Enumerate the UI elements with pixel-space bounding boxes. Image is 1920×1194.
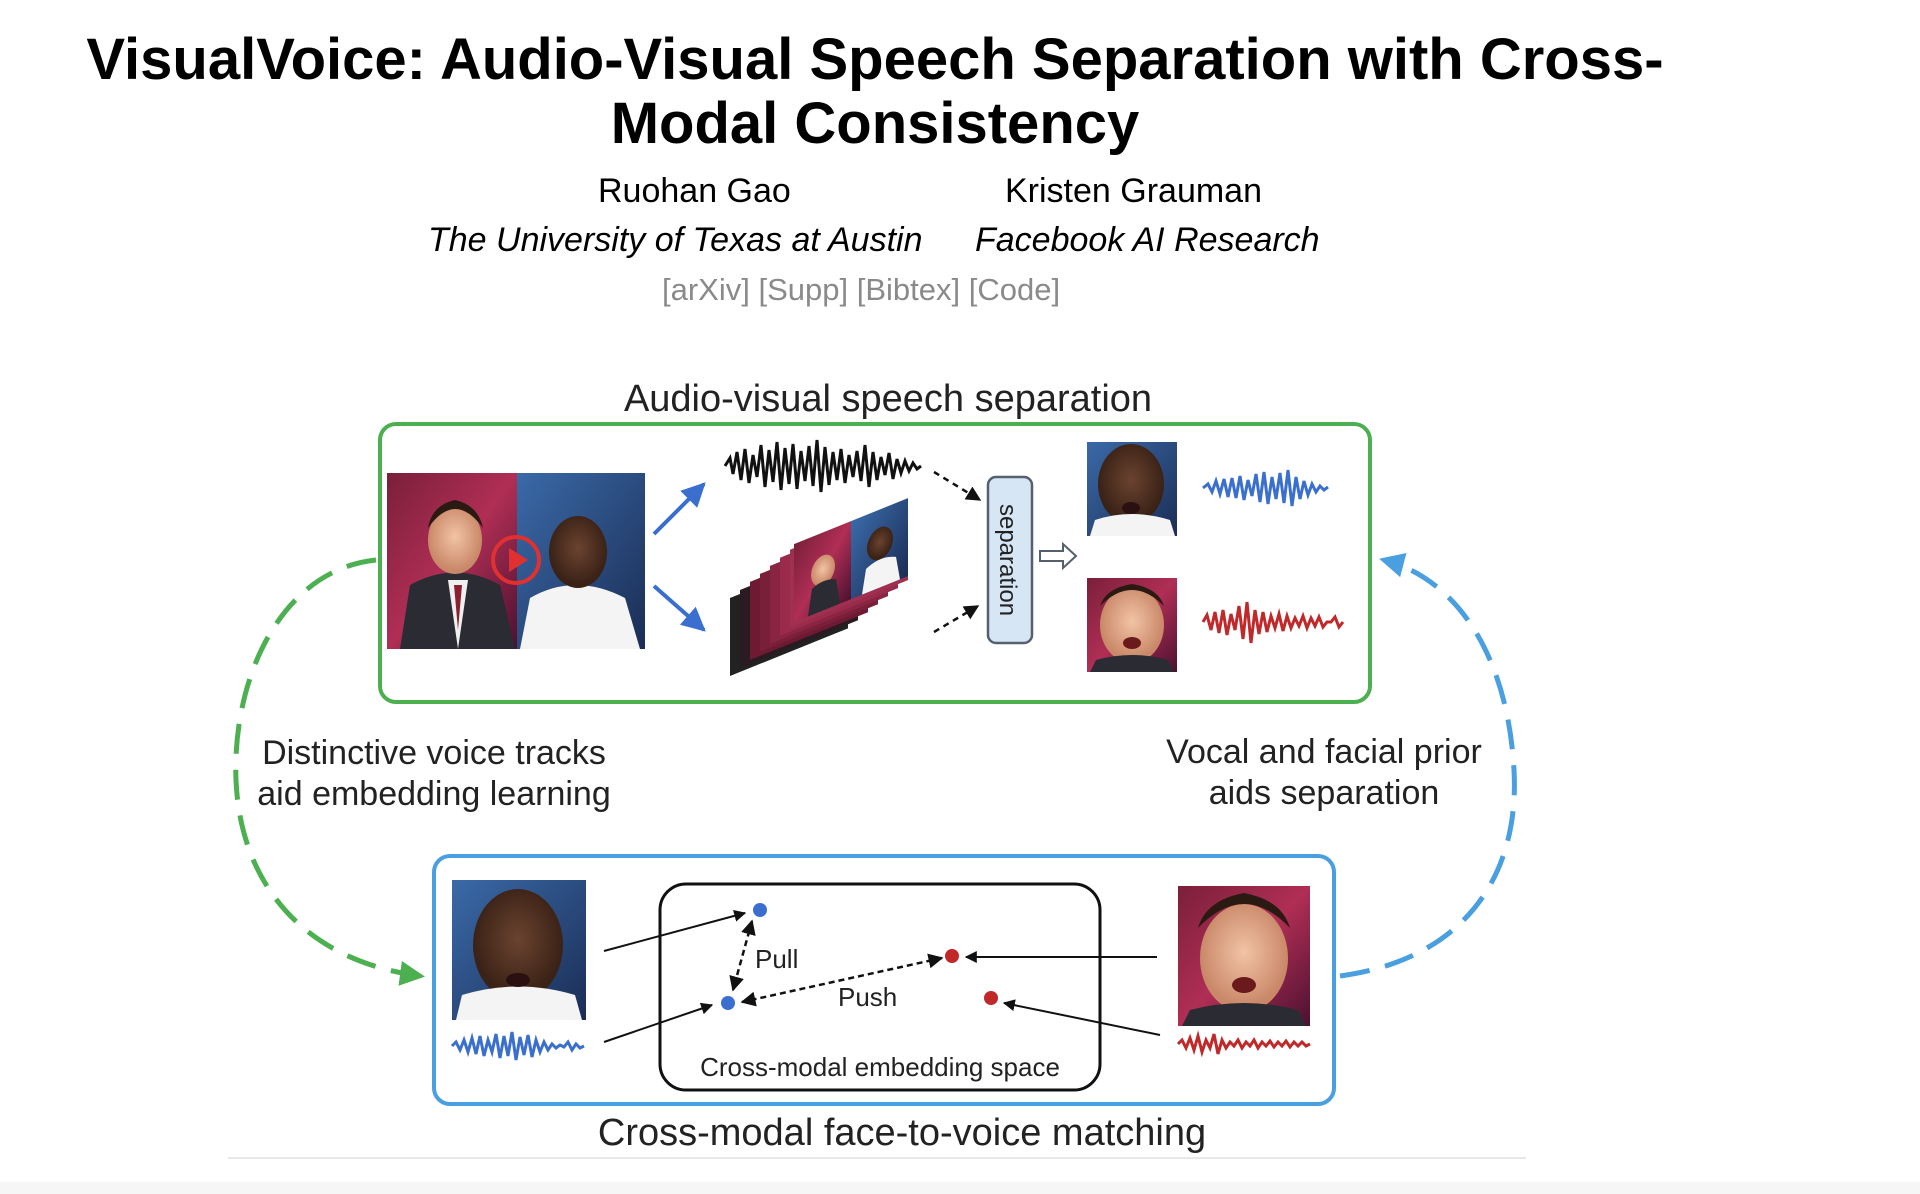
separated-waveform-red [1201,601,1345,644]
embedding-point-red-voice [984,991,998,1005]
face-voice-matching-box [432,854,1336,1106]
voice-left-to-point-arrow [603,1002,714,1043]
right-cycle-text-line-1: Vocal and facial prior [1166,733,1482,771]
author-affiliation: Facebook AI Research [975,221,1320,259]
author-name: Ruohan Gao [598,172,791,210]
embedding-point-blue-face [753,903,767,917]
left-cycle-text-line-2: aid embedding learning [257,775,610,813]
to-audio-arrow [652,482,706,536]
title-line-1: VisualVoice: Audio-Visual Speech Separat… [86,27,1664,92]
video-frames-stack [730,498,908,676]
voice-right-to-point-arrow [1002,999,1161,1036]
pull-label: Pull [755,944,798,974]
matching-face-left [452,880,586,1020]
audio-to-separation-arrow [933,470,982,502]
face-left-to-point-arrow [603,910,747,952]
supp-link[interactable]: [Supp] [758,272,849,307]
separated-speaker-face-1 [1087,442,1177,536]
separated-speaker-face-2 [1087,578,1177,672]
to-frames-arrow [652,584,706,632]
separation-label: separation [994,504,1021,616]
matching-waveform-left [450,1031,585,1061]
left-cycle-text-line-1: Distinctive voice tracks [262,734,606,772]
page-bottom-strip [0,1182,1920,1194]
bibtex-link[interactable]: [Bibtex] [856,272,961,307]
embedding-point-red-face [945,949,959,963]
play-icon[interactable] [491,535,541,585]
right-cycle-arrow [1339,553,1517,979]
audio-visual-separation-box [378,422,1372,704]
author-name: Kristen Grauman [1005,172,1262,210]
paper-title: VisualVoice: Audio-Visual Speech Separat… [60,28,1690,156]
embedding-space-box [658,882,1102,1092]
arxiv-link[interactable]: [arXiv] [662,272,750,307]
code-link[interactable]: [Code] [968,272,1061,307]
mixture-waveform [723,439,922,493]
title-line-2: Modal Consistency [610,91,1140,156]
frames-to-separation-arrow [933,604,980,634]
matching-waveform-right [1176,1030,1311,1058]
embedding-space-label: Cross-modal embedding space [700,1052,1060,1082]
separation-module: separation [986,475,1034,645]
embedding-point-blue-voice [721,996,735,1010]
author-affiliation: The University of Texas at Austin [428,221,923,259]
separated-waveform-blue [1202,469,1329,507]
push-label: Push [838,982,897,1012]
input-video-thumbnail [387,473,645,649]
top-figure-caption: Audio-visual speech separation [624,378,1152,420]
left-cycle-arrow [233,557,425,986]
output-arrow-icon [1039,541,1078,571]
bottom-figure-caption: Cross-modal face-to-voice matching [598,1112,1206,1154]
matching-face-right [1178,886,1310,1026]
paper-links: [arXiv] [Supp] [Bibtex] [Code] [662,272,1060,308]
right-cycle-text-line-2: aids separation [1209,774,1440,812]
push-arrow [740,953,944,1007]
pull-arrow [729,919,756,992]
